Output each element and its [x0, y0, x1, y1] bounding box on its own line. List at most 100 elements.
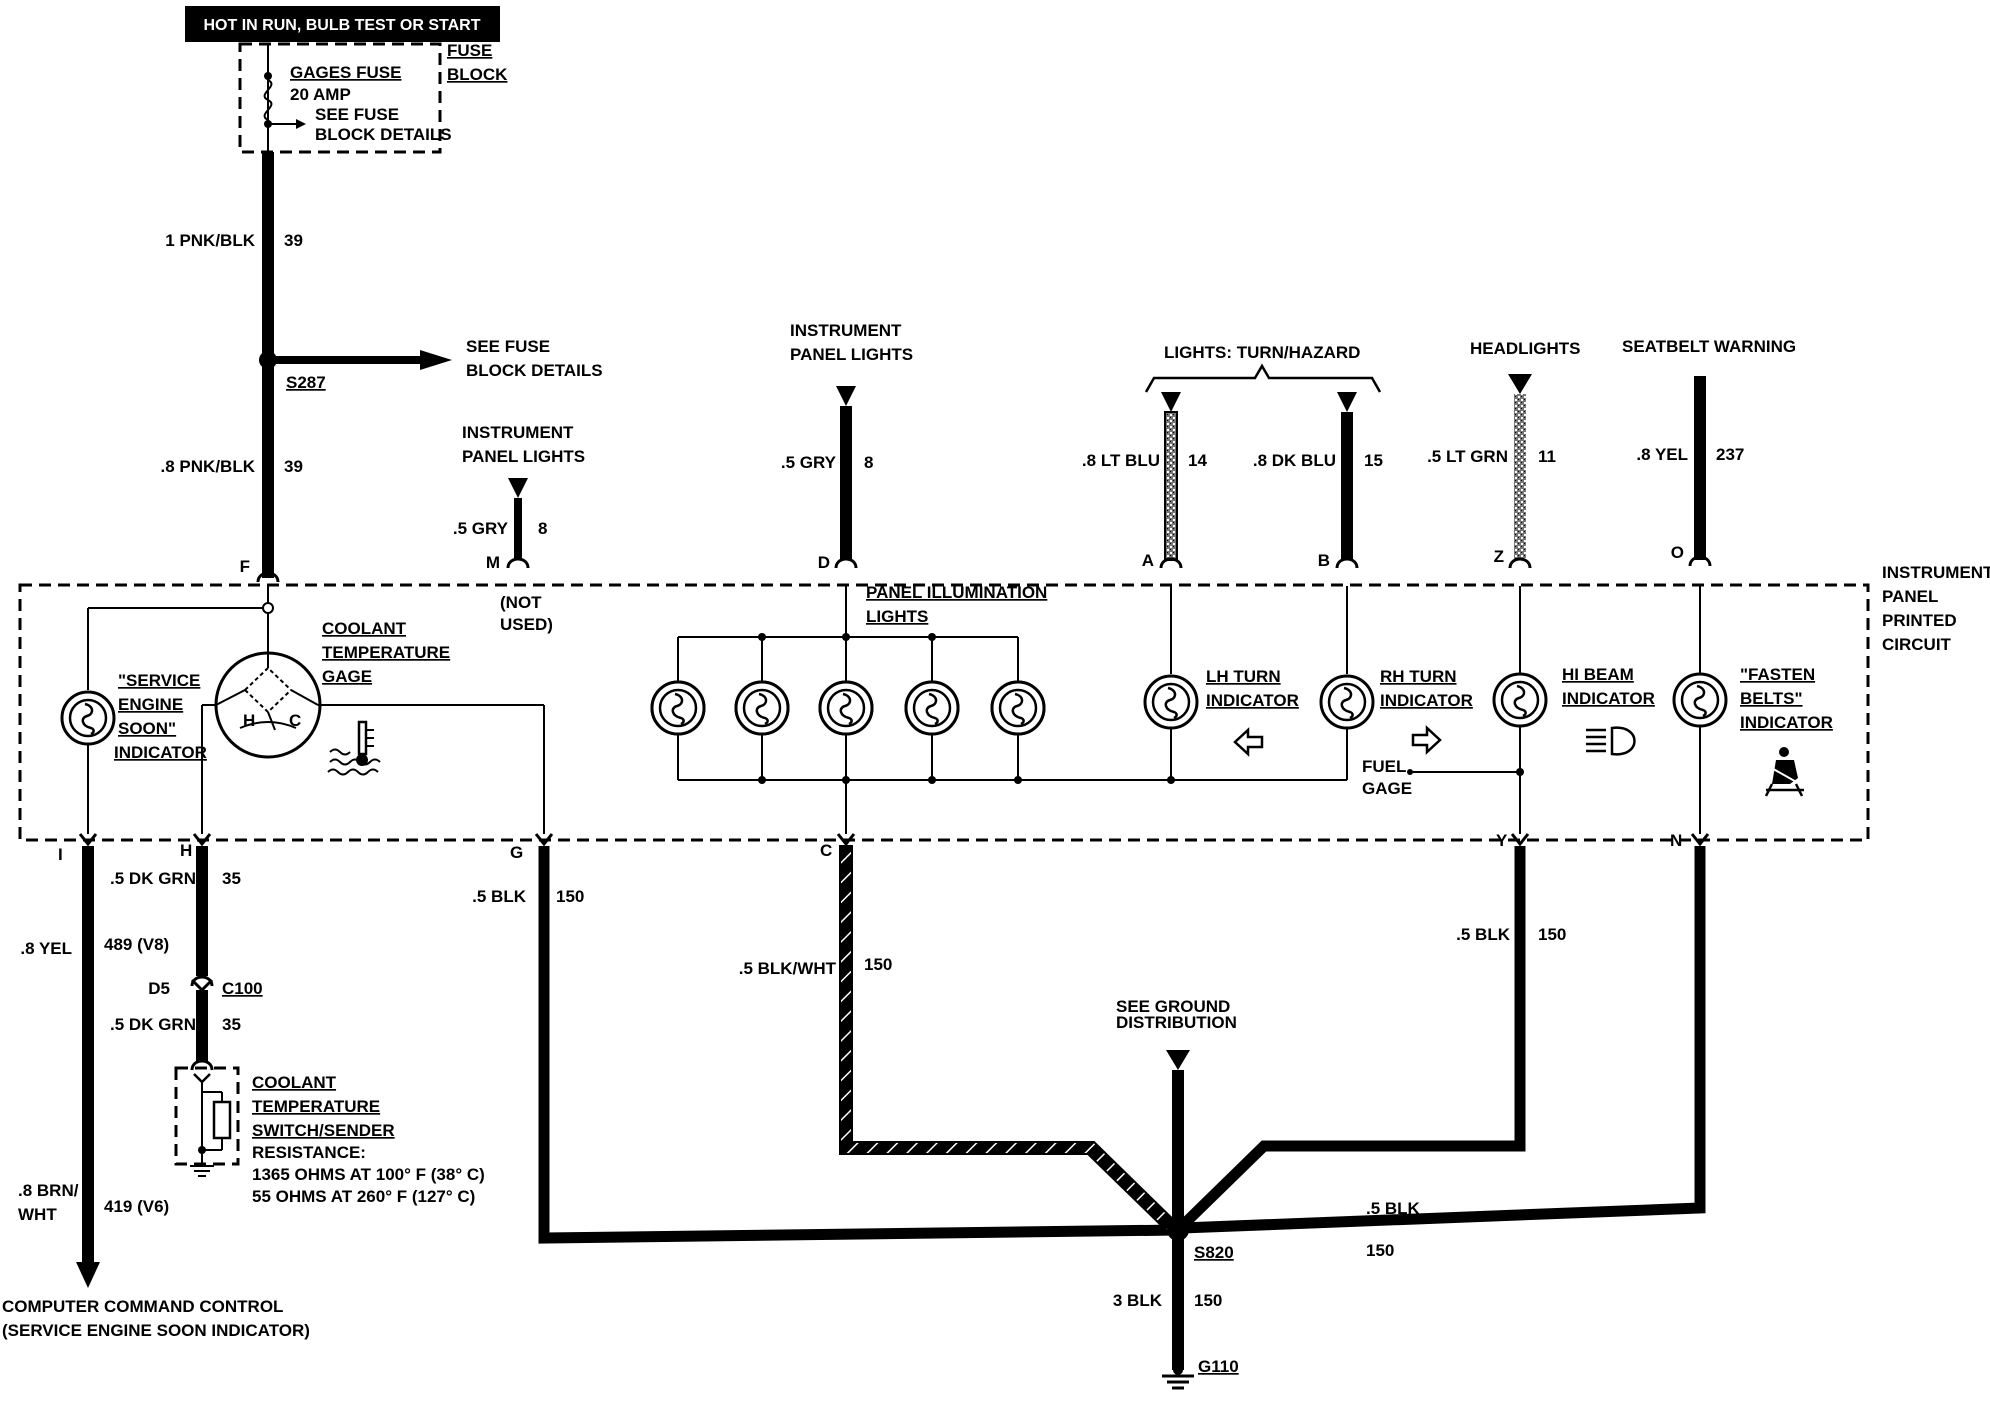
supply-banner: HOT IN RUN, BULB TEST OR START [185, 6, 500, 42]
coolant-label-3: GAGE [322, 667, 372, 686]
ccc-label-1: COMPUTER COMMAND CONTROL [2, 1297, 283, 1316]
pin-m: M [486, 553, 530, 572]
feed-wire-f: 1 PNK/BLK 39 SEE FUSE BLOCK DETAILS S287… [161, 152, 603, 578]
wire-i: .8 YEL 489 (V8) .8 BRN/ WHT 419 (V6) [18, 846, 169, 1288]
yel-size: .8 YEL [1636, 445, 1688, 464]
ground-size: 3 BLK [1113, 1291, 1163, 1310]
c100-pin: D5 [148, 979, 170, 998]
feed-upper-circuit: 39 [284, 231, 303, 250]
pin-b-label: B [1318, 551, 1330, 570]
brn-circuit: 419 (V6) [104, 1197, 169, 1216]
hi-beam-indicator: FUEL GAGE HI BEAM INDICATOR [1362, 586, 1655, 834]
fb-label-2: BELTS" [1740, 689, 1803, 708]
h-size: .5 DK GRN [110, 869, 196, 888]
fb-label-1: "FASTEN [1740, 665, 1815, 684]
c-size: .5 BLK/WHT [739, 959, 837, 978]
ses-bulb-icon [60, 690, 116, 746]
right-arrow-icon [1411, 725, 1442, 755]
wire-y: .5 BLK 150 [1176, 846, 1566, 1232]
panel-label-3: PRINTED [1882, 611, 1957, 630]
service-engine-soon-indicator: "SERVICE ENGINE SOON" INDICATOR [60, 671, 207, 834]
pin-a-label: A [1142, 551, 1154, 570]
top-connectors: F M D A B Z O [240, 543, 1712, 583]
splice-s820-dot [1167, 1219, 1189, 1241]
wire-h: .5 DK GRN 35 D5 C100 .5 DK GRN 35 [110, 846, 263, 1071]
hi-label-1: HI BEAM [1562, 665, 1634, 684]
lh-turn-bulb-icon [1143, 674, 1199, 730]
pin-d: D [818, 553, 858, 572]
hi-beam-bulb-icon [1492, 672, 1548, 728]
coolant-gage: H C COOLANT TEMPERATURE GAGE [201, 619, 545, 834]
coolant-label-1: COOLANT [322, 619, 407, 638]
rh-turn-indicator: RH TURN INDICATOR [1319, 586, 1473, 781]
ipl-m-title-1: INSTRUMENT [462, 423, 574, 442]
headlights-title: HEADLIGHTS [1470, 339, 1581, 358]
pin-z-label: Z [1494, 547, 1504, 566]
pin-d-label: D [818, 553, 830, 572]
ses-label-2: ENGINE [118, 695, 183, 714]
lt-grn-circuit: 11 [1538, 447, 1556, 466]
pin-y-label: Y [1496, 831, 1508, 850]
wire-g: .5 BLK 150 [472, 846, 1179, 1244]
ses-label-1: "SERVICE [118, 671, 200, 690]
turn-title: LIGHTS: TURN/HAZARD [1164, 343, 1360, 362]
ses-label-3: SOON" [118, 719, 176, 738]
pin-c-label: C [820, 841, 832, 860]
panel-illumination-lights: PANEL ILLUMINATION LIGHTS [650, 583, 1340, 834]
feed-lower-size: .8 PNK/BLK [161, 457, 256, 476]
panel-label-2: PANEL [1882, 587, 1938, 606]
ground-dist-1: SEE GROUND [1116, 997, 1230, 1016]
sender-res-3: 55 OHMS AT 260° F (127° C) [252, 1187, 475, 1206]
ground-splice: SEE GROUND DISTRIBUTION S820 3 BLK 150 G… [1113, 997, 1239, 1390]
ipl-m-circuit: 8 [538, 519, 547, 538]
lh-label-2: INDICATOR [1206, 691, 1299, 710]
ipl-d-size: .5 GRY [781, 453, 837, 472]
fuse-icon [263, 72, 273, 128]
fuse-block-label-1: FUSE [447, 41, 492, 60]
pin-o: O [1671, 543, 1712, 567]
lt-blu-circuit: 14 [1188, 451, 1207, 470]
wire-c: .5 BLK/WHT 150 [739, 845, 1182, 1236]
ground-dist-2: DISTRIBUTION [1116, 1013, 1237, 1032]
turn-hazard-group: LIGHTS: TURN/HAZARD .8 LT BLU 14 .8 DK B… [1082, 343, 1383, 561]
pin-o-label: O [1671, 543, 1684, 562]
wire-z: HEADLIGHTS .5 LT GRN 11 [1427, 339, 1581, 560]
rh-label-1: RH TURN [1380, 667, 1457, 686]
pin-z: Z [1494, 547, 1532, 569]
wire-m: INSTRUMENT PANEL LIGHTS .5 GRY 8 [453, 423, 585, 560]
splice-ref-1: SEE FUSE [466, 337, 550, 356]
fb-label-3: INDICATOR [1740, 713, 1833, 732]
fuse-rating: 20 AMP [290, 85, 351, 104]
y-circuit: 150 [1538, 925, 1566, 944]
feed-lower-circuit: 39 [284, 457, 303, 476]
ipl-m-size: .5 GRY [453, 519, 509, 538]
c-circuit: 150 [864, 955, 892, 974]
lt-blu-size: .8 LT BLU [1082, 451, 1160, 470]
pin-g-label: G [510, 843, 523, 862]
ccc-label-2: (SERVICE ENGINE SOON INDICATOR) [2, 1321, 310, 1340]
gage-c-label: C [289, 711, 301, 730]
h2-size: .5 DK GRN [110, 1015, 196, 1034]
fuse-block: FUSE BLOCK GAGES FUSE 20 AMP SEE FUSE BL… [238, 41, 508, 154]
y-size: .5 BLK [1456, 925, 1511, 944]
g-circuit: 150 [556, 887, 584, 906]
illum-label-1: PANEL ILLUMINATION [866, 583, 1047, 602]
seatbelt-icon [1764, 747, 1804, 797]
pin-h: H [180, 833, 212, 860]
feed-upper-size: 1 PNK/BLK [165, 231, 255, 250]
bottom-connectors: I H G C Y N [58, 831, 1710, 864]
sender-res-1: RESISTANCE: [252, 1143, 366, 1162]
pin-b: B [1318, 551, 1359, 570]
wire-n: .5 BLK 150 [1181, 846, 1706, 1260]
dk-blu-size: .8 DK BLU [1253, 451, 1336, 470]
fasten-belts-indicator: "FASTEN BELTS" INDICATOR [1672, 586, 1833, 834]
coolant-label-2: TEMPERATURE [322, 643, 450, 662]
fuse-name: GAGES FUSE [290, 63, 401, 82]
n-circuit: 150 [1366, 1241, 1394, 1260]
sender-res-2: 1365 OHMS AT 100° F (38° C) [252, 1165, 485, 1184]
thermometer-icon [327, 720, 381, 776]
gage-coil-icon [215, 650, 319, 731]
ipl-d-title-2: PANEL LIGHTS [790, 345, 913, 364]
not-used-1: (NOT [500, 593, 542, 612]
n-size: .5 BLK [1366, 1199, 1421, 1218]
